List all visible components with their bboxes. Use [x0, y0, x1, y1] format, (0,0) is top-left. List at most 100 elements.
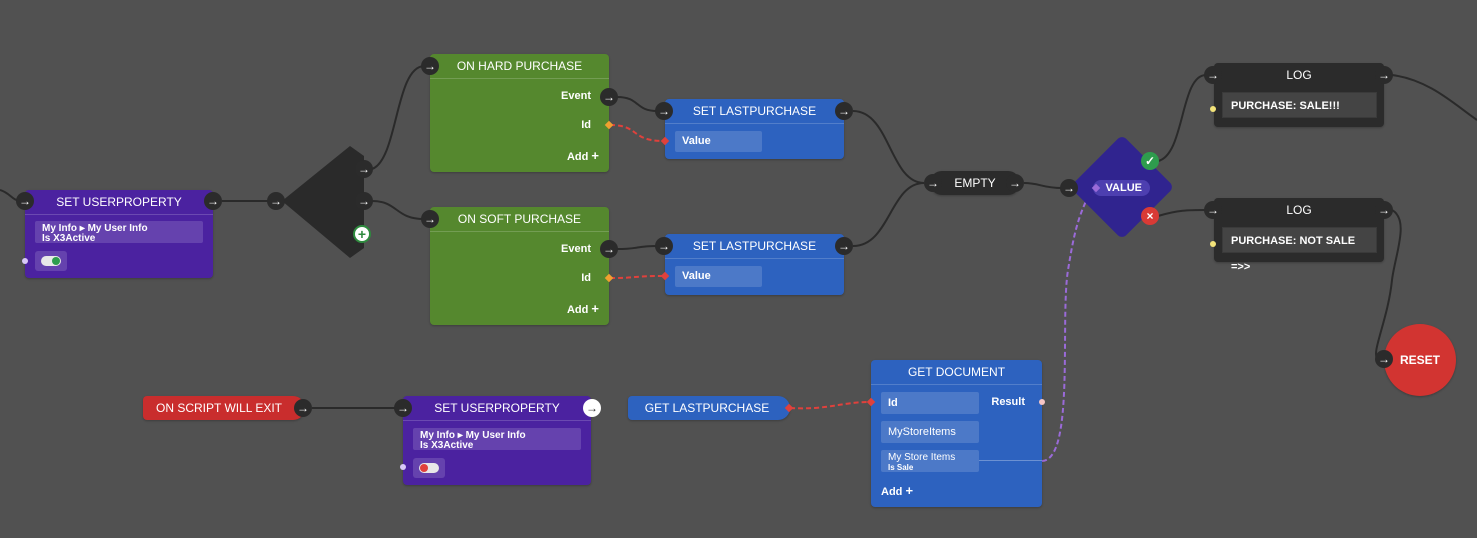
- collection-field[interactable]: MyStoreItems: [881, 421, 979, 443]
- set-lastpurchase-node[interactable]: SET LASTPURCHASE Value: [665, 99, 844, 159]
- true-branch-check-icon[interactable]: ✓: [1141, 152, 1159, 170]
- empty-in-arrow-icon[interactable]: →: [924, 174, 942, 192]
- add-output-button[interactable]: Add +: [567, 301, 599, 316]
- value-toggle[interactable]: [413, 458, 445, 478]
- event-output-label: Event: [561, 243, 591, 255]
- id-output-label: Id: [581, 272, 591, 284]
- log-in-arrow-icon[interactable]: →: [1204, 201, 1222, 219]
- wire-log1-out: [1391, 74, 1477, 121]
- hard-purchase-event-arrow-icon[interactable]: →: [600, 88, 618, 106]
- id-output-label: Id: [581, 119, 591, 131]
- field-path-line2: Is Sale: [888, 463, 914, 472]
- node-title: GET LASTPURCHASE: [644, 401, 770, 415]
- node-title: SET USERPROPERTY: [403, 396, 591, 421]
- property-path-field[interactable]: My Info ▸ My User Info Is X3Active: [35, 221, 203, 244]
- log-node[interactable]: LOG PURCHASE: NOT SALE =>>: [1214, 198, 1384, 273]
- set-userproperty-out-arrow-icon[interactable]: →: [204, 192, 222, 210]
- message-input-port[interactable]: [1210, 106, 1216, 112]
- empty-node[interactable]: EMPTY: [930, 171, 1020, 195]
- plus-icon: +: [905, 483, 914, 498]
- branch-out1-arrow-icon[interactable]: →: [355, 160, 373, 178]
- node-title: LOG: [1286, 203, 1312, 217]
- id-input-field[interactable]: Id: [881, 392, 979, 414]
- add-label: Add: [566, 151, 589, 163]
- value-toggle[interactable]: [35, 251, 67, 271]
- log-out-arrow-icon[interactable]: →: [1375, 201, 1393, 219]
- node-title: ON SCRIPT WILL EXIT: [155, 401, 283, 415]
- add-output-button[interactable]: Add +: [567, 148, 599, 163]
- log-node[interactable]: LOG PURCHASE: SALE!!!: [1214, 63, 1384, 127]
- data-wire-issale-value: [1041, 187, 1094, 462]
- wire-log2-to-reset: [1375, 209, 1402, 360]
- message-input-port[interactable]: [1210, 241, 1216, 247]
- script-exit-out-arrow-icon[interactable]: →: [294, 399, 312, 417]
- value-in-arrow-icon[interactable]: →: [1060, 179, 1078, 197]
- set-lastpurchase-node[interactable]: SET LASTPURCHASE Value: [665, 234, 844, 295]
- event-output-label: Event: [561, 90, 591, 102]
- wire-empty-to-value: [1023, 182, 1063, 189]
- wire-soft-event: [616, 245, 658, 250]
- value-input-field[interactable]: Value: [675, 131, 762, 152]
- field-path-line1: My Store Items: [888, 452, 956, 463]
- add-label: Add: [881, 486, 903, 498]
- toggle-switch: [419, 463, 439, 473]
- value-input-field[interactable]: Value: [675, 266, 762, 287]
- branch-in-arrow-icon[interactable]: →: [267, 192, 285, 210]
- plus-icon: +: [591, 148, 599, 163]
- set-lastpurchase-in-arrow-icon[interactable]: →: [655, 237, 673, 255]
- document-field-selector[interactable]: My Store Items Is Sale: [881, 450, 979, 472]
- set-userproperty-node[interactable]: SET USERPROPERTY My Info ▸ My User Info …: [400, 396, 591, 485]
- wire-branch-to-hard: [371, 65, 425, 170]
- soft-purchase-event-arrow-icon[interactable]: →: [600, 240, 618, 258]
- node-title: SET LASTPURCHASE: [665, 99, 844, 124]
- toggle-knob-on: [52, 257, 60, 265]
- node-title: ON SOFT PURCHASE: [430, 207, 609, 232]
- value-condition-pill[interactable]: VALUE: [1093, 180, 1150, 196]
- on-soft-purchase-node[interactable]: ON SOFT PURCHASE Event Id Add +: [430, 207, 609, 325]
- node-title: GET DOCUMENT: [871, 360, 1042, 385]
- value-input-port[interactable]: [22, 258, 28, 264]
- property-path-field[interactable]: My Info ▸ My User Info Is X3Active: [413, 428, 581, 451]
- node-title: LOG: [1286, 68, 1312, 82]
- soft-purchase-in-arrow-icon[interactable]: →: [421, 210, 439, 228]
- get-document-node[interactable]: GET DOCUMENT Id Result MyStoreItems My S…: [871, 360, 1042, 507]
- branch-out2-arrow-icon[interactable]: →: [355, 192, 373, 210]
- toggle-knob-off: [420, 464, 428, 472]
- set-userproperty-in-arrow-icon[interactable]: →: [16, 192, 34, 210]
- set-userproperty-node[interactable]: SET USERPROPERTY My Info ▸ My User Info …: [22, 190, 213, 278]
- toggle-switch: [41, 256, 61, 266]
- get-lastpurchase-node[interactable]: GET LASTPURCHASE: [628, 396, 790, 420]
- property-path-line2: Is X3Active: [420, 440, 474, 451]
- wire-branch-to-soft: [371, 200, 425, 220]
- log-in-arrow-icon[interactable]: →: [1204, 66, 1222, 84]
- reset-in-arrow-icon[interactable]: →: [1375, 350, 1393, 368]
- result-output-label: Result: [991, 396, 1025, 408]
- log-message-field[interactable]: PURCHASE: SALE!!!: [1222, 92, 1377, 118]
- add-field-button[interactable]: Add +: [881, 483, 913, 498]
- log-out-arrow-icon[interactable]: →: [1375, 66, 1393, 84]
- set-userproperty-out-arrow-icon[interactable]: →: [583, 399, 601, 417]
- result-output-port[interactable]: [1039, 399, 1045, 405]
- empty-out-arrow-icon[interactable]: →: [1006, 174, 1024, 192]
- false-branch-x-icon[interactable]: ×: [1141, 207, 1159, 225]
- add-label: Add: [566, 304, 589, 316]
- log-message-field[interactable]: PURCHASE: NOT SALE =>>: [1222, 227, 1377, 273]
- branch-add-plus-icon[interactable]: +: [353, 225, 371, 243]
- set-lastpurchase-out-arrow-icon[interactable]: →: [835, 237, 853, 255]
- wire-set1-to-empty: [852, 110, 925, 184]
- set-lastpurchase-out-arrow-icon[interactable]: →: [835, 102, 853, 120]
- set-userproperty-in-arrow-icon[interactable]: →: [394, 399, 412, 417]
- node-title: SET USERPROPERTY: [25, 190, 213, 215]
- branch-node[interactable]: [282, 146, 364, 258]
- value-input-port[interactable]: [400, 464, 406, 470]
- on-script-will-exit-node[interactable]: ON SCRIPT WILL EXIT: [143, 396, 305, 420]
- set-lastpurchase-in-arrow-icon[interactable]: →: [655, 102, 673, 120]
- property-path-line2: Is X3Active: [42, 233, 96, 244]
- reset-node[interactable]: RESET: [1384, 324, 1456, 396]
- hard-purchase-in-arrow-icon[interactable]: →: [421, 57, 439, 75]
- on-hard-purchase-node[interactable]: ON HARD PURCHASE Event Id Add +: [430, 54, 609, 172]
- node-title: ON HARD PURCHASE: [430, 54, 609, 79]
- plus-icon: +: [591, 301, 599, 316]
- property-path-line1: My Info ▸ My User Info: [42, 223, 148, 234]
